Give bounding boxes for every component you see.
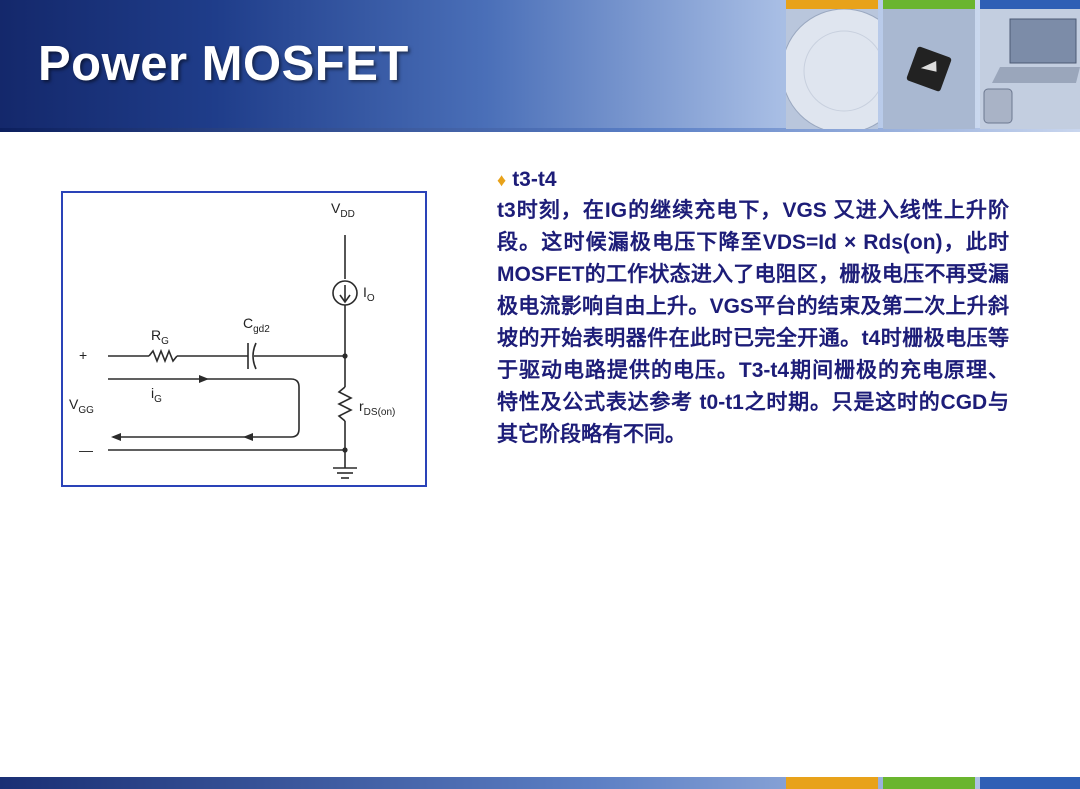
- section-heading-text: t3-t4: [512, 168, 557, 191]
- chip-photo: [883, 0, 975, 129]
- ig-label: iG: [151, 385, 162, 405]
- explanation-text: ♦t3-t4 t3时刻，在IG的继续充电下，VGS 又进入线性上升阶段。这时候漏…: [497, 165, 1009, 451]
- footer-stripe: [883, 777, 975, 789]
- wafer-icon: [786, 9, 878, 129]
- body-paragraph: t3时刻，在IG的继续充电下，VGS 又进入线性上升阶段。这时候漏极电压下降至V…: [497, 199, 1009, 446]
- photo-stripe: [883, 0, 975, 9]
- rg-label: RG: [151, 327, 169, 347]
- page-title: Power MOSFET: [38, 37, 409, 91]
- plus-sign: +: [79, 347, 87, 363]
- diamond-bullet-icon: ♦: [497, 170, 507, 190]
- laptop-photo: [980, 0, 1080, 129]
- footer-stripe: [786, 777, 878, 789]
- minus-sign: —: [79, 442, 93, 458]
- photo-stripe: [786, 0, 878, 9]
- vgg-label: VGG: [69, 396, 94, 416]
- circuit-schematic: VDD IO Cgd2 RG iG VGG rDS(on) + —: [69, 200, 395, 479]
- io-label: IO: [363, 284, 375, 304]
- laptop-icon: [980, 9, 1080, 129]
- chip-icon: [883, 9, 975, 129]
- photo-stripe: [980, 0, 1080, 9]
- cgd-label: Cgd2: [243, 315, 270, 335]
- header-divider: [0, 128, 1080, 132]
- footer-stripe: [980, 777, 1080, 789]
- circuit-diagram: VDD IO Cgd2 RG iG VGG rDS(on) + —: [61, 191, 427, 487]
- vdd-label: VDD: [331, 200, 355, 220]
- rds-label: rDS(on): [359, 398, 395, 418]
- wafer-photo: [786, 0, 878, 129]
- section-heading: ♦t3-t4: [497, 165, 1009, 195]
